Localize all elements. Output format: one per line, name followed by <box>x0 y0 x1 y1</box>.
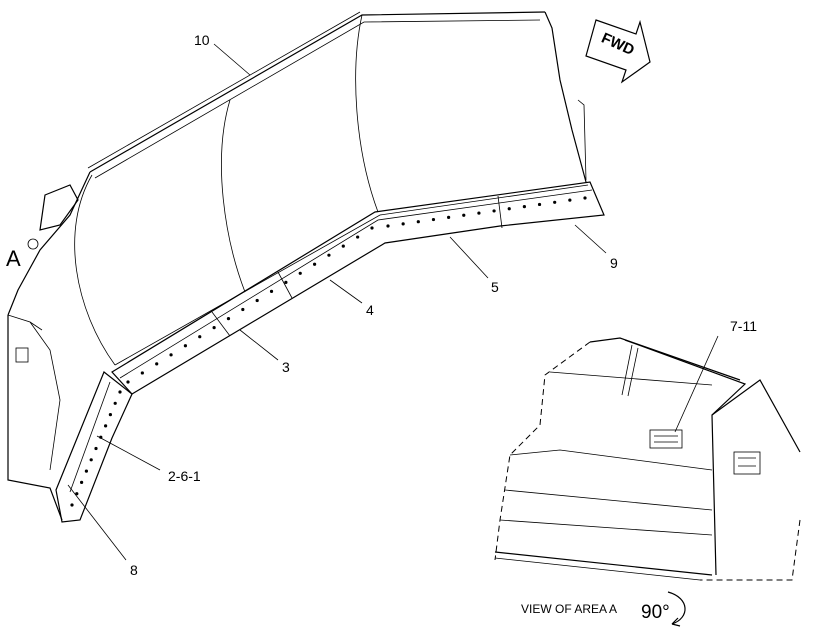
bolt-hole <box>568 198 572 202</box>
bolt-hole <box>80 480 84 484</box>
callout-3: 3 <box>282 359 290 375</box>
bolt-hole <box>226 316 231 321</box>
bolt-hole <box>198 335 202 339</box>
bolt-hole <box>431 217 436 222</box>
bolt-hole <box>212 326 216 330</box>
bolt-hole <box>356 235 360 239</box>
rotation-arrow-icon <box>667 591 686 627</box>
bolt-hole <box>416 220 420 224</box>
callout-2-6-1: 2-6-1 <box>168 468 201 484</box>
bolt-hole <box>113 401 117 405</box>
area-label: A <box>6 246 21 271</box>
bolt-hole <box>312 262 317 266</box>
bolt-hole <box>269 289 274 294</box>
detail-view <box>494 337 801 581</box>
bolt-hole <box>298 271 302 275</box>
leader-lines <box>67 43 719 561</box>
bolt-holes <box>70 196 587 507</box>
bolt-hole <box>75 492 79 496</box>
bolt-hole <box>241 307 245 312</box>
bolt-hole <box>94 446 98 451</box>
bolt-hole <box>327 253 331 257</box>
bolt-hole <box>84 469 88 473</box>
callout-5: 5 <box>491 279 499 295</box>
bolt-hole <box>401 222 405 226</box>
bolt-hole <box>126 380 130 384</box>
bolt-hole <box>462 213 466 217</box>
fwd-arrow: FWD <box>585 19 651 84</box>
bolt-hole <box>507 207 511 211</box>
callout-9: 9 <box>610 255 618 271</box>
bolt-hole <box>183 344 188 348</box>
callout-4: 4 <box>366 302 374 318</box>
callout-10: 10 <box>194 32 210 48</box>
bolt-hole <box>118 390 122 394</box>
bolt-hole <box>492 209 496 213</box>
bolt-hole <box>447 215 451 219</box>
bolt-hole <box>537 202 542 207</box>
blade-body <box>7 11 589 521</box>
view-caption: VIEW OF AREA A <box>521 602 617 616</box>
fwd-label: FWD <box>599 30 637 59</box>
bolt-hole <box>386 224 390 228</box>
callout-8: 8 <box>130 562 138 578</box>
callouts: 10 9 5 4 3 2-6-1 8 7-11 <box>130 32 757 578</box>
bolt-hole <box>341 244 345 248</box>
bolt-hole <box>108 413 112 417</box>
bolt-hole <box>284 280 288 284</box>
bolt-hole <box>553 200 557 204</box>
bolt-hole <box>255 298 259 303</box>
bolt-hole <box>104 424 108 428</box>
callout-7-11: 7-11 <box>730 318 757 334</box>
rotation-label: 90° <box>641 602 670 623</box>
bolt-hole <box>89 458 93 462</box>
bolt-hole <box>583 196 587 200</box>
cutting-edge <box>55 181 605 523</box>
bolt-hole <box>477 211 481 215</box>
bolt-hole <box>169 353 173 357</box>
bolt-hole <box>70 503 74 507</box>
bolt-hole <box>140 371 144 375</box>
bolt-hole <box>522 205 526 209</box>
bolt-hole <box>370 226 374 230</box>
bolt-hole <box>155 362 159 366</box>
